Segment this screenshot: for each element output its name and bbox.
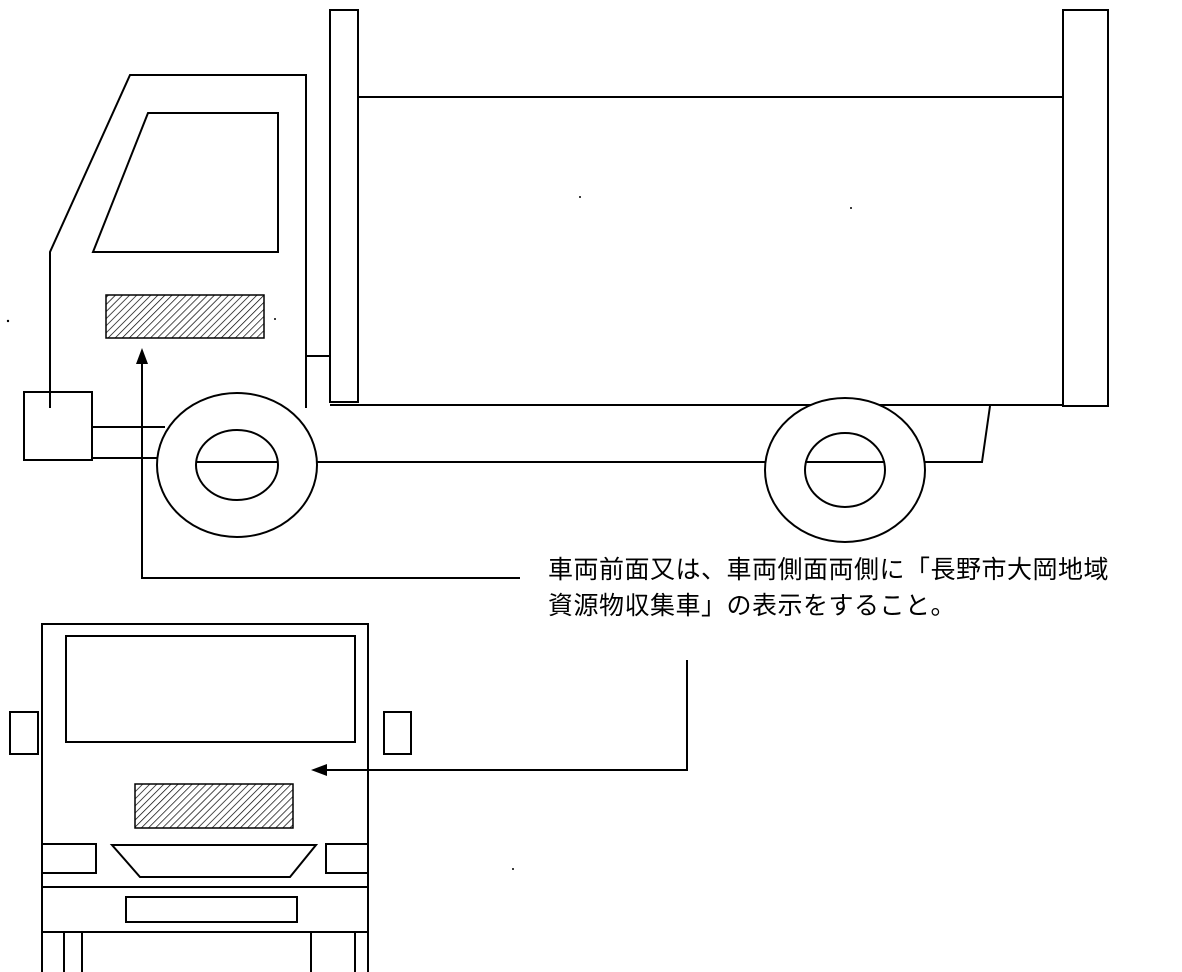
right-headlight [325, 843, 369, 874]
left-tire [63, 932, 83, 972]
side-cab-window [91, 112, 279, 253]
front-windshield [65, 635, 356, 743]
cargo-front-post [329, 9, 359, 403]
front-view-truck [9, 623, 412, 972]
note-line-1: 車両前面又は、車両側面両側に「長野市大岡地域 [548, 555, 1110, 584]
front-grille [109, 844, 319, 878]
rear-wheel [764, 397, 926, 543]
note-line-2: 資源物収集車」の表示をすること。 [548, 591, 957, 620]
front-bumper [23, 391, 93, 461]
front-step [92, 426, 165, 459]
cargo-box [330, 96, 1064, 406]
front-wheel [156, 392, 318, 538]
side-marking-area [105, 294, 265, 339]
arrow-front-marking [311, 764, 327, 776]
left-mirror [9, 711, 39, 755]
marking-instruction-note: 車両前面又は、車両側面両側に「長野市大岡地域 資源物収集車」の表示をすること。 [548, 552, 1178, 624]
leader-line-side [141, 358, 520, 579]
chassis-frame [300, 405, 991, 463]
license-plate [125, 896, 298, 923]
right-mirror [383, 711, 412, 755]
arrow-side-marking [136, 348, 148, 364]
left-headlight [41, 843, 97, 874]
front-marking-area [134, 783, 294, 829]
cargo-rear-post [1062, 9, 1109, 407]
scan-specks [6, 196, 852, 870]
leader-line-front [322, 660, 688, 771]
side-cab-body [49, 74, 307, 408]
leader-lines [136, 348, 688, 776]
front-wheel-hub [195, 429, 279, 501]
front-cab-outline [41, 623, 369, 972]
right-tire [310, 932, 356, 972]
rear-wheel-hub [804, 432, 886, 508]
side-view-truck [23, 9, 1109, 543]
